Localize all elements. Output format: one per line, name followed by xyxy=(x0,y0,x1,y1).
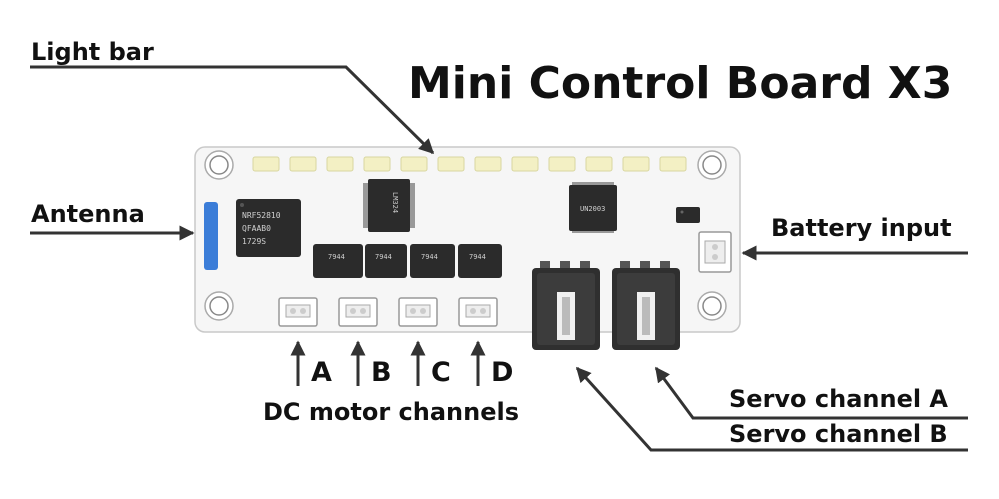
servo-a-callout xyxy=(654,366,968,420)
light-bar-label: Light bar xyxy=(31,38,154,66)
dc-motor-connectors xyxy=(278,297,498,327)
motor-driver-label-1: 7944 xyxy=(328,253,345,261)
servo-b-callout xyxy=(575,366,968,452)
driver-array-chip: UN2003 xyxy=(569,182,617,233)
motor-letter-c: C xyxy=(431,357,451,388)
servo-connector-b xyxy=(532,261,600,350)
radio-chip: NRF52810 QFAAB0 1729S xyxy=(236,199,301,257)
driver-array-label: UN2003 xyxy=(580,205,605,213)
radio-chip-line-1: NRF52810 xyxy=(242,211,281,220)
motor-letter-a: A xyxy=(311,357,332,388)
callout-lines xyxy=(30,65,968,452)
amp-chip: LM324 xyxy=(363,179,415,232)
motor-driver-label-3: 7944 xyxy=(421,253,438,261)
control-board: NRF52810 QFAAB0 1729S LM324 UN2003 7944 xyxy=(194,146,741,350)
motor-letter-b: B xyxy=(371,357,392,388)
radio-chip-line-3: 1729S xyxy=(242,237,266,246)
dc-motor-channels-label: DC motor channels xyxy=(263,398,519,426)
battery-input-label: Battery input xyxy=(771,214,952,242)
servo-a-label: Servo channel A xyxy=(729,385,948,413)
light-bar-callout xyxy=(30,65,435,155)
servo-b-label: Servo channel B xyxy=(729,420,948,448)
radio-chip-line-2: QFAAB0 xyxy=(242,224,271,233)
mounting-holes xyxy=(204,150,727,321)
small-smd-chip xyxy=(676,207,700,223)
motor-driver-label-2: 7944 xyxy=(375,253,392,261)
led-light-bar xyxy=(252,156,687,172)
amp-chip-label: LM324 xyxy=(391,192,399,213)
diagram-title: Mini Control Board X3 xyxy=(408,58,952,109)
antenna-label: Antenna xyxy=(31,200,145,228)
motor-driver-label-4: 7944 xyxy=(469,253,486,261)
servo-connector-a xyxy=(612,261,680,350)
motor-letter-d: D xyxy=(491,357,513,388)
antenna-strip xyxy=(204,202,218,270)
motor-driver-chips: 7944 7944 7944 7944 xyxy=(313,244,502,278)
battery-connector xyxy=(698,231,732,273)
